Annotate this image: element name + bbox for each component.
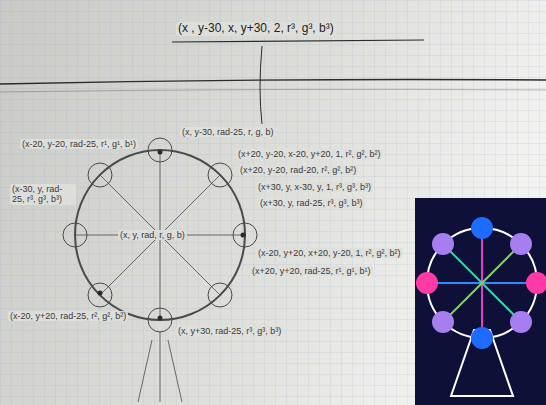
coordinate-note: (x-30, y, rad-25, r³, g³, b³): [10, 184, 76, 205]
coordinate-note: (x+20, y-20, rad-20, r², g², b²): [238, 165, 358, 175]
rendered-wheel-inset: [415, 198, 546, 405]
coordinate-note: (x, y-30, rad-25, r, g, b): [180, 127, 276, 137]
pen-lines: [0, 40, 546, 124]
heading-note: (x , y-30, x, y+30, 2, r³, g³, b³): [176, 22, 336, 36]
rim-dots: [98, 150, 246, 321]
coordinate-note: (x+30, y, x-30, y, 1, r³, g³, b³): [256, 182, 373, 192]
coordinate-note: (x+20, y-20, x-20, y+20, 1, r², g², b²): [236, 149, 383, 159]
coordinate-note: (x-20, y-20, rad-25, r¹, g¹, b¹): [20, 139, 138, 149]
coordinate-note: (x-20, y+20, rad-25, r², g², b²): [8, 311, 128, 321]
coordinate-note: (x-20, y+20, x+20, y-20, 1, r², g², b²): [256, 248, 403, 258]
coordinate-note: (x, y, rad, r, g, b): [118, 230, 187, 240]
coordinate-note: (x, y+30, rad-25, r³, g³, b³): [176, 326, 283, 336]
coordinate-note: (x+30, y, rad-25, r³, g³, b³): [258, 198, 365, 208]
wheel-sketch: [63, 138, 257, 402]
coordinate-note: (x+20, y+20, rad-25, r¹, g¹, b¹): [250, 266, 373, 276]
